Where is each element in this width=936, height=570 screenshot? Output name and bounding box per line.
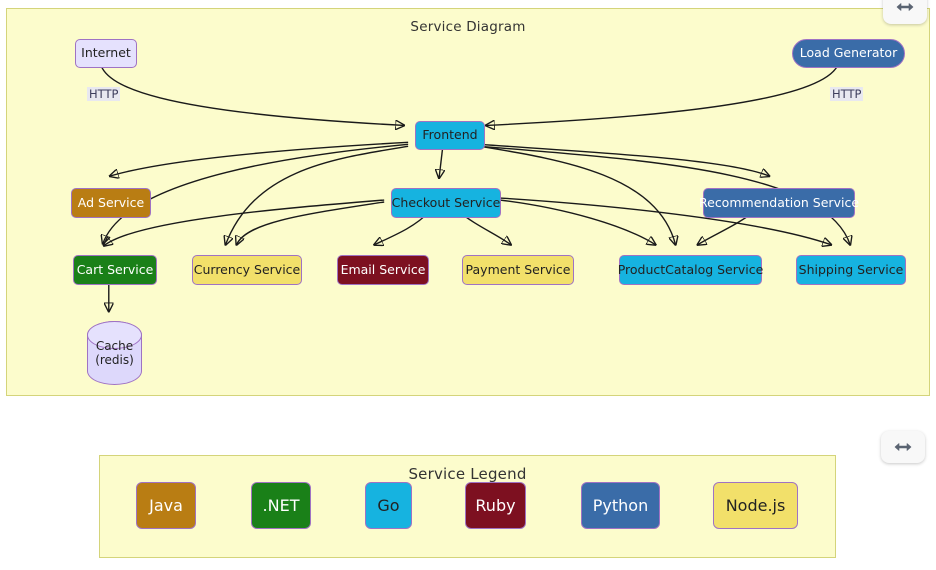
legend-chip-label: Ruby bbox=[475, 496, 516, 515]
legend-chip-label: Python bbox=[592, 496, 649, 515]
node-email[interactable]: Email Service bbox=[337, 255, 429, 285]
node-label: Email Service bbox=[340, 261, 426, 277]
legend-chip-label: Java bbox=[149, 496, 183, 515]
node-label: Checkout Service bbox=[391, 194, 501, 210]
resize-horizontal-icon bbox=[896, 0, 914, 14]
legend-chip-ruby[interactable]: Ruby bbox=[465, 482, 526, 529]
node-label: Currency Service bbox=[193, 261, 301, 277]
node-label: Load Generator bbox=[799, 45, 898, 61]
legend-chip-label: Node.js bbox=[725, 496, 786, 515]
edge-label-http-internet: HTTP bbox=[87, 87, 121, 101]
node-cart[interactable]: Cart Service bbox=[73, 255, 157, 285]
legend-title: Service Legend bbox=[408, 465, 527, 483]
legend-chip-java[interactable]: Java bbox=[136, 482, 196, 529]
node-cache[interactable]: Cache(redis) bbox=[87, 321, 142, 385]
legend-chip-label: .NET bbox=[262, 496, 300, 515]
node-loadgen[interactable]: Load Generator bbox=[792, 39, 905, 68]
node-frontend[interactable]: Frontend bbox=[415, 121, 485, 150]
node-label: Recommendation Service bbox=[699, 194, 860, 210]
node-label: Cart Service bbox=[76, 261, 154, 277]
legend-chip-python[interactable]: Python bbox=[581, 482, 660, 529]
legend-chip-dotnet[interactable]: .NET bbox=[251, 482, 311, 529]
resize-diagram-button[interactable] bbox=[883, 0, 927, 24]
resize-legend-button[interactable] bbox=[881, 431, 925, 463]
node-label: Frontend bbox=[422, 127, 478, 143]
node-adservice[interactable]: Ad Service bbox=[71, 188, 151, 218]
node-recommendation[interactable]: Recommendation Service bbox=[699, 188, 859, 218]
node-internet[interactable]: Internet bbox=[75, 39, 137, 68]
node-payment[interactable]: Payment Service bbox=[462, 255, 574, 285]
node-productcatalog[interactable]: ProductCatalog Service bbox=[617, 255, 764, 285]
node-label: Payment Service bbox=[465, 261, 571, 277]
cache-label-line2: (redis) bbox=[95, 353, 134, 367]
node-checkout[interactable]: Checkout Service bbox=[391, 188, 501, 218]
node-currency[interactable]: Currency Service bbox=[192, 255, 302, 285]
cache-label-line1: Cache bbox=[95, 338, 134, 353]
node-label: ProductCatalog Service bbox=[617, 261, 764, 277]
service-diagram-panel: Service Diagram bbox=[6, 8, 930, 396]
node-shipping[interactable]: Shipping Service bbox=[796, 255, 906, 285]
resize-horizontal-icon bbox=[894, 440, 912, 454]
legend-chip-label: Go bbox=[377, 496, 400, 515]
node-label: Shipping Service bbox=[798, 261, 904, 277]
node-label: Internet bbox=[81, 45, 131, 61]
node-label: Ad Service bbox=[77, 194, 145, 210]
diagram-title: Service Diagram bbox=[410, 19, 526, 35]
legend-chip-nodejs[interactable]: Node.js bbox=[713, 482, 798, 529]
cylinder-cap bbox=[87, 321, 142, 349]
edge-label-http-loadgen: HTTP bbox=[830, 87, 864, 101]
legend-chip-go[interactable]: Go bbox=[365, 482, 412, 529]
